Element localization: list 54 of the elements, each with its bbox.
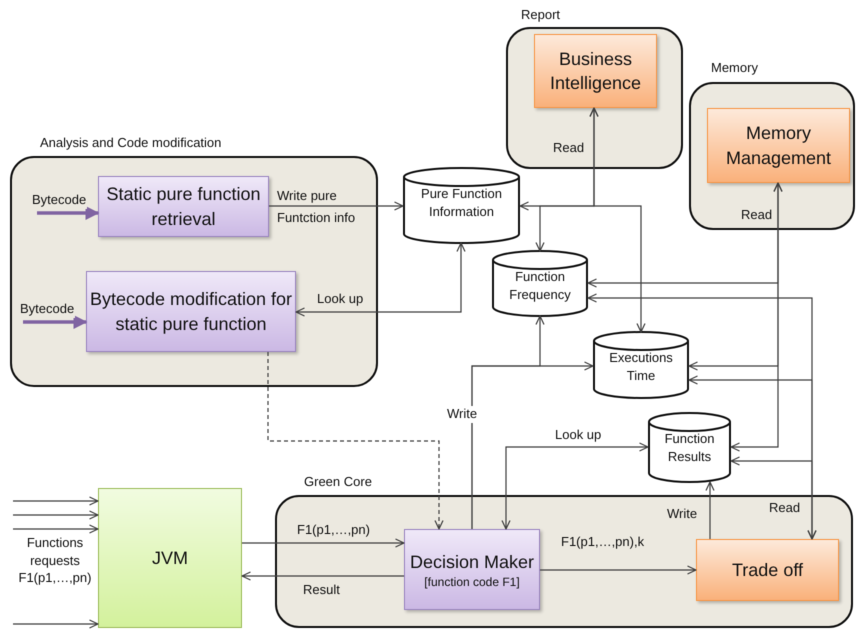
process-box [707,108,850,183]
box-title: Decision Maker [410,551,534,574]
edge-label: Write pure Funtction info [276,187,356,227]
group-heading: Green Core [304,474,372,489]
edge-label: Bytecode [19,301,76,318]
process-box [98,176,269,237]
dashed-arrow [267,352,444,530]
arrow [730,456,817,540]
arrow [37,206,100,220]
arrow [13,510,99,520]
database-label: Executions Time [608,349,674,386]
edge-label: Look up [316,291,364,308]
database-label: Function Results [664,430,716,466]
arrow [589,107,646,333]
arrow [241,571,404,581]
database-cylinder [593,332,689,398]
input-label: Functions requests F1(p1,…,pn) [18,534,92,587]
edge-label: Write [446,406,478,423]
arrow [471,361,594,529]
arrow [295,242,466,317]
arrow [501,442,649,530]
arrow [540,565,697,575]
process-box [534,34,657,108]
arrow [23,315,88,329]
box-title: Bytecode modification for static pure function [88,288,294,336]
edge-label: F1(p1,…,pn),k [560,534,646,551]
box-title: JVM [152,546,188,570]
box-title: Trade off [732,558,804,582]
edge-label: Bytecode [31,192,88,209]
edge-label: Look up [554,427,602,444]
database-cylinder [648,413,731,482]
box-title: Memory Management [724,122,832,170]
edge-label: F1(p1,…,pn) [296,522,371,539]
arrow [13,619,99,629]
process-box [696,539,839,601]
process-box [98,488,242,628]
box-title: Static pure function retrieval [105,183,262,230]
arrow [242,538,405,548]
process-box [86,271,296,352]
database-cylinder [492,251,588,316]
arrow [269,201,404,211]
group-heading: Analysis and Code modification [40,135,222,150]
process-box [404,529,540,610]
box-title: Business Intelligence [548,48,642,95]
database-label: Function Frequency [508,268,572,304]
box-subtitle: [function code F1] [424,574,520,589]
arrow [730,182,783,452]
arrow [13,524,99,534]
group-heading: Report [521,7,560,22]
group-heading: Memory [711,60,758,75]
arrow [13,496,99,506]
database-cylinder [403,168,520,243]
database-label: Pure Function Information [420,185,503,222]
arrow [705,481,715,539]
